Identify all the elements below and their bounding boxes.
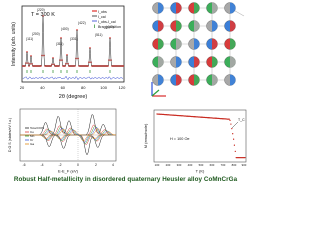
- xrd-peak-label-111: (111): [26, 37, 33, 41]
- mt-xtick-800: 800: [232, 163, 237, 167]
- xrd-xtick-20: 20: [20, 85, 25, 90]
- dos-xtick-m4: -4: [40, 163, 43, 167]
- mt-curve: [156, 113, 246, 159]
- dos-xtick-m2: -2: [58, 163, 61, 167]
- xrd-legend-bragg: Bragg position: [98, 25, 121, 29]
- figure-caption: Robust Half-metallicity in disordered qu…: [13, 176, 238, 183]
- atom-half-2-3: [212, 38, 218, 50]
- xrd-xtick-100: 100: [100, 85, 107, 90]
- mt-xtick-200: 200: [166, 163, 171, 167]
- mt-xtick-100: 100: [155, 163, 160, 167]
- atom-half-1-1: [176, 20, 182, 32]
- dos-panel: Total DOS Co Mn Cr Ga -6 -4 -2 0 2 4 E-E…: [8, 108, 117, 174]
- atom-half-4-1: [176, 74, 182, 86]
- mt-xtick-300: 300: [177, 163, 182, 167]
- atom-half-3-2: [194, 56, 200, 68]
- dos-y-label: D O S (states/eV f.u.): [8, 118, 12, 152]
- xrd-x-ticks: 20 40 60 80 100 120: [20, 85, 126, 90]
- dos-down-co: [20, 134, 116, 146]
- xrd-y-label: Intensity (arb. units): [11, 22, 17, 66]
- atom-half-1-3: [212, 20, 218, 32]
- xrd-data: [22, 15, 124, 81]
- xrd-panel: T = 300 K I_obs I_cal I_obs-I_cal Bragg …: [11, 5, 126, 100]
- atom-half-2-0: [158, 38, 164, 50]
- atom-half-0-0: [158, 2, 164, 14]
- dos-up-total-dos: [20, 114, 116, 136]
- dos-xtick-4: 4: [112, 163, 114, 167]
- xrd-peak-label-440: (440): [106, 25, 114, 29]
- dos-data: [20, 109, 117, 161]
- mt-y-label: M (emu/mole): [143, 123, 148, 148]
- xrd-xtick-80: 80: [81, 85, 86, 90]
- atom-half-4-0: [158, 74, 164, 86]
- atom-half-2-1: [176, 38, 182, 50]
- xrd-peak-label-511: (511): [95, 33, 102, 37]
- dos-legend-total: Total DOS: [30, 126, 44, 130]
- xrd-plot-frame: [21, 5, 125, 83]
- dos-legend-ga: Ga: [30, 142, 34, 146]
- dos-xtick-2: 2: [95, 163, 97, 167]
- dos-x-ticks: -6 -4 -2 0 2 4: [22, 163, 114, 167]
- atom-half-4-2: [194, 74, 200, 86]
- dos-xtick-m6: -6: [22, 163, 25, 167]
- xrd-legend-cal: I_cal: [98, 15, 106, 19]
- mt-x-label: T (K): [196, 169, 205, 174]
- dos-down-mn: [20, 134, 116, 144]
- mt-tc-pointer: [231, 121, 239, 129]
- xrd-legend-obs: I_obs: [98, 10, 107, 14]
- magnetization-panel: H = 100 Oe T_C 100 200 300 400 500 600 7…: [143, 109, 247, 174]
- mt-tc-label: T_C: [238, 118, 245, 122]
- atom-half-1-2: [194, 20, 200, 32]
- mt-field-label: H = 100 Oe: [170, 137, 190, 141]
- dos-down-total-dos: [20, 134, 116, 156]
- atom-half-3-4: [230, 56, 236, 68]
- atom-half-3-3: [212, 56, 218, 68]
- atom-half-3-1: [176, 56, 182, 68]
- mt-plot-frame: [153, 109, 247, 163]
- crystal-axes-icon: [151, 82, 166, 97]
- xrd-xtick-40: 40: [40, 85, 45, 90]
- xrd-x-label: 2θ (degree): [59, 94, 88, 100]
- xrd-peak-label-220: (220): [37, 8, 45, 12]
- dos-legend: Total DOS Co Mn Cr Ga: [25, 126, 44, 146]
- mt-xtick-500: 500: [199, 163, 204, 167]
- xrd-peak-label-331: (331): [70, 37, 78, 41]
- atom-half-4-4: [230, 74, 236, 86]
- atom-half-4-3: [212, 74, 218, 86]
- atom-half-0-4: [230, 2, 236, 14]
- dos-legend-cr: Cr: [30, 138, 33, 142]
- atom-half-1-4: [230, 20, 236, 32]
- xrd-peak-label-200: (200): [32, 32, 40, 36]
- atom-half-0-1: [176, 2, 182, 14]
- xrd-peak-label-311: (311): [56, 42, 63, 46]
- xrd-calculated: [23, 15, 123, 67]
- xrd-legend-diff: I_obs-I_cal: [98, 20, 116, 24]
- dos-xtick-0: 0: [77, 163, 79, 167]
- dos-legend-mn: Mn: [30, 134, 35, 138]
- mt-xtick-400: 400: [188, 163, 193, 167]
- atom-half-0-3: [212, 2, 218, 14]
- crystal-structure-panel: [151, 2, 245, 97]
- mt-xtick-600: 600: [210, 163, 215, 167]
- mt-data: [156, 113, 246, 159]
- dos-down-ga: [20, 134, 116, 142]
- atom-half-2-4: [230, 38, 236, 50]
- mt-x-ticks: 100 200 300 400 500 600 700 800 900: [155, 163, 247, 167]
- mt-xtick-900: 900: [242, 163, 247, 167]
- mt-xtick-700: 700: [221, 163, 226, 167]
- xrd-difference: [22, 75, 124, 81]
- xrd-peak-label-400: (400): [61, 27, 69, 31]
- atom-half-3-0: [158, 56, 164, 68]
- atom-half-2-2: [194, 38, 200, 50]
- crystal-lattice: [152, 2, 245, 86]
- atom-half-0-2: [194, 2, 200, 14]
- xrd-xtick-60: 60: [61, 85, 66, 90]
- dos-legend-co: Co: [30, 130, 34, 134]
- dos-x-label: E-E_F (eV): [58, 169, 79, 174]
- xrd-xtick-120: 120: [119, 85, 126, 90]
- atom-half-1-0: [158, 20, 164, 32]
- xrd-peak-label-422: (422): [78, 21, 86, 25]
- xrd-legend: I_obs I_cal I_obs-I_cal Bragg position: [92, 10, 121, 29]
- xrd-temperature: T = 300 K: [31, 12, 55, 18]
